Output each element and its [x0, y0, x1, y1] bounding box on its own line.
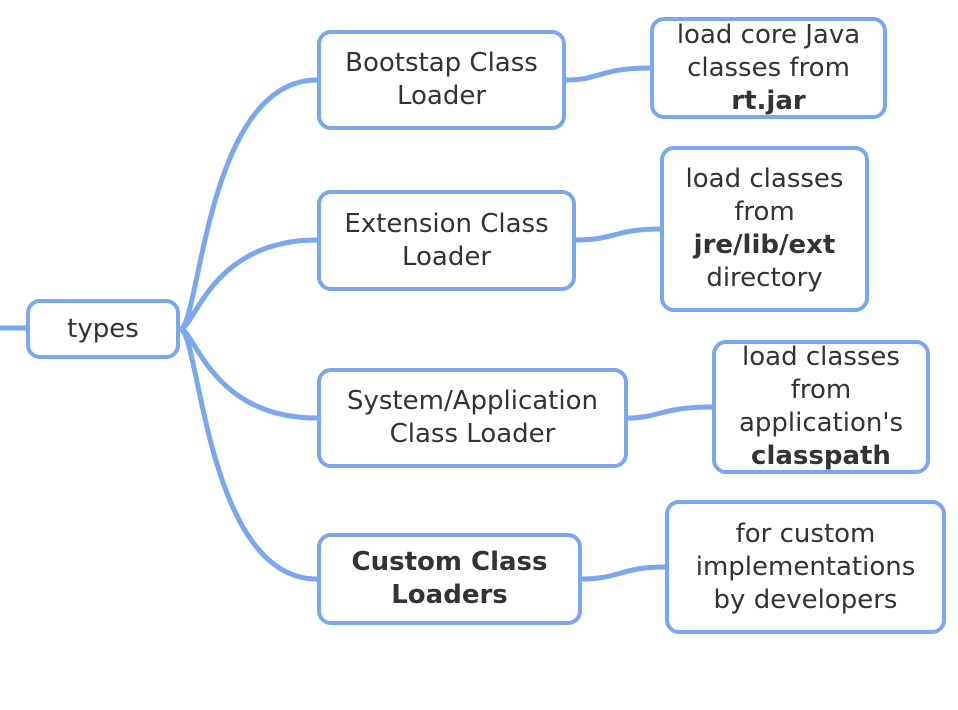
types-label: types [67, 313, 139, 344]
bootstrap-desc-line-2: classes from [687, 52, 850, 83]
bootstrap-description-node[interactable]: load core Java classes from rt.jar [650, 17, 887, 119]
bootstrap-name-line-2: Loader [396, 81, 487, 111]
extension-description-node[interactable]: load classes from jre/lib/ext directory [660, 146, 869, 312]
connector-system-to-desc [627, 404, 713, 421]
connector-types-to-bootstrap [178, 77, 318, 332]
system-name-line-1: System/Application [347, 386, 598, 416]
custom-name-line-2: Loaders [391, 580, 508, 610]
system-desc-line-3: application's [738, 408, 904, 438]
system-description-node[interactable]: load classes from application's classpat… [712, 340, 930, 474]
extension-class-loader-node[interactable]: Extension Class Loader [317, 190, 576, 291]
extension-desc-line-4: directory [706, 263, 823, 293]
bootstrap-class-loader-node[interactable]: Bootstap Class Loader [317, 30, 566, 130]
extension-desc-line-1: load classes [685, 164, 844, 194]
extension-name-line-1: Extension Class [344, 208, 549, 239]
custom-class-loaders-node[interactable]: Custom Class Loaders [317, 533, 582, 625]
extension-name-line-2: Loader [401, 241, 492, 272]
extension-desc-line-3: jre/lib/ext [693, 230, 836, 260]
connector-types-to-extension [179, 237, 318, 332]
system-desc-line-1: load classes [742, 342, 900, 372]
types-node[interactable]: types [26, 299, 180, 359]
connector-types-to-custom [178, 326, 318, 582]
custom-desc-line-2: implementations [695, 551, 916, 582]
bootstrap-desc-line-1: load core Java [676, 19, 861, 50]
custom-name-line-1: Custom Class [351, 547, 548, 577]
system-desc-line-2: from [790, 375, 852, 405]
connector-bootstrap-to-desc [565, 65, 651, 83]
connector-extension-to-desc [575, 226, 661, 243]
system-application-class-loader-node[interactable]: System/Application Class Loader [317, 368, 628, 468]
extension-desc-line-2: from [734, 197, 795, 227]
custom-desc-line-3: by developers [713, 584, 898, 615]
bootstrap-desc-line-3: rt.jar [731, 85, 806, 116]
system-name-line-2: Class Loader [389, 419, 556, 449]
custom-desc-line-1: for custom [735, 518, 876, 549]
connector-custom-to-desc [581, 564, 666, 582]
system-desc-line-4: classpath [751, 441, 891, 471]
custom-description-node[interactable]: for custom implementations by developers [665, 500, 946, 634]
bootstrap-name-line-1: Bootstap Class [345, 48, 538, 78]
